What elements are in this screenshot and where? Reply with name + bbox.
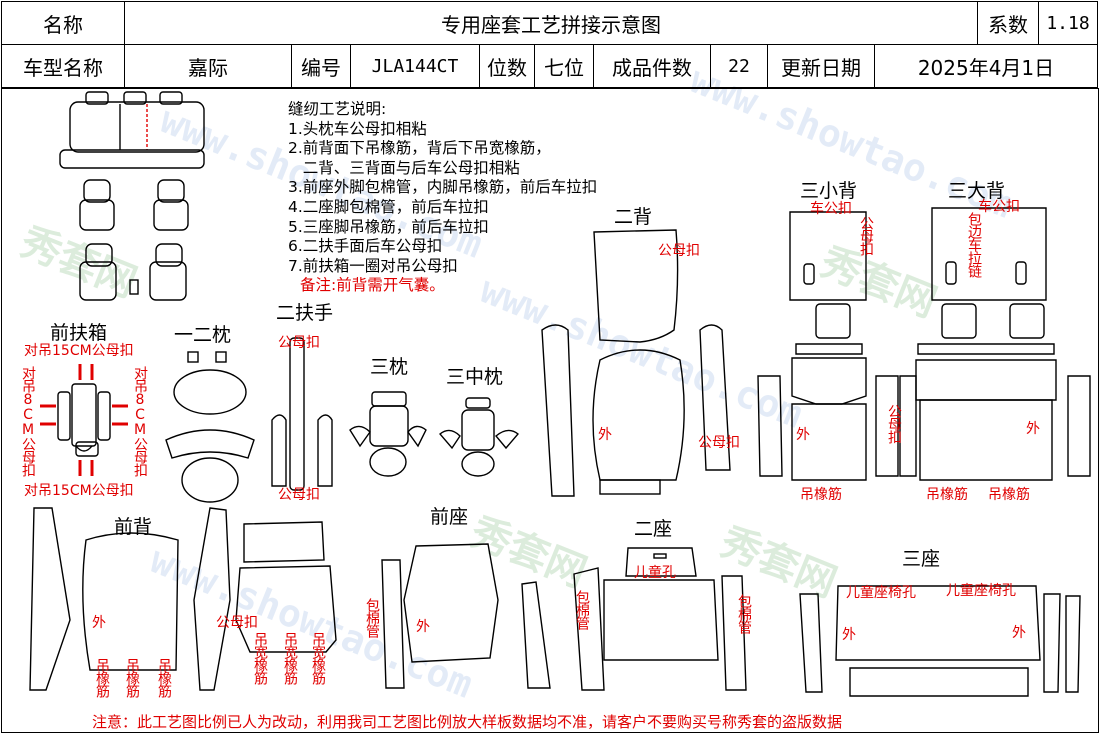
section-front-armbox: 前扶箱 (50, 322, 108, 344)
section-back-3big: 三大背 (948, 180, 1006, 202)
annotation-sew-snap2: 车公扣 (978, 199, 1020, 215)
headrest-3-pieces (349, 391, 427, 477)
sheet-title: 专用座套工艺拼接示意图 (124, 1, 978, 45)
back-2-pieces (541, 229, 731, 497)
section-back-2: 二背 (614, 206, 653, 228)
seat-overview-diagram (59, 91, 205, 301)
annotation-elastic: 吊橡筋 (988, 487, 1030, 503)
seat-3-pieces (799, 585, 1081, 697)
drawing-frame (1, 88, 1099, 733)
section-seat-2: 二座 (634, 518, 673, 540)
annotation-sew-snap: 车公扣 (810, 201, 852, 217)
headrest-3mid-pieces (438, 397, 520, 477)
pieces-value: 22 (710, 44, 768, 88)
date-label: 更新日期 (767, 44, 875, 88)
note-line: 5.三座脚吊橡筋，前后车拉扣 (288, 217, 489, 236)
note-line: 3.前座外脚包棉管，内脚吊橡筋，前后车拉扣 (288, 178, 598, 197)
section-back-front: 前背 (114, 516, 153, 538)
note-line: 二背、三背面与后车公母扣相粘 (288, 158, 520, 177)
annotation-snap: 公母扣 (278, 335, 320, 351)
footer-warning: 注意：此工艺图比例已人为改动，利用我司工艺图比例放大样板数据均不准，请客户不要购… (92, 713, 843, 731)
model-value: 嘉际 (124, 44, 292, 88)
annotation-child-hole: 儿童孔 (634, 565, 676, 581)
annotation-foam-tube: 包棉管 (574, 590, 590, 629)
annotation-foam-tube: 包棉管 (736, 594, 752, 633)
annotation-snap: 公母扣 (278, 487, 320, 503)
seat-front-pieces (381, 543, 551, 689)
annotation-wide-elastic-v: 吊宽橡筋 (282, 632, 298, 684)
notes-remark: 备注:前背需开气囊。 (300, 276, 445, 295)
model-label: 车型名称 (1, 44, 125, 88)
note-line: 2.前背面下吊橡筋，背后下吊宽橡筋， (288, 139, 551, 158)
annotation-outer: 外 (416, 619, 430, 635)
seats-label: 位数 (479, 44, 535, 88)
annotation-snap-v: 公母扣 (858, 216, 874, 255)
section-seat-3: 三座 (902, 548, 941, 570)
annotation-elastic-v: 吊橡筋 (156, 658, 172, 697)
note-line: 7.前扶箱一圈对吊公母扣 (288, 256, 458, 275)
code-label: 编号 (291, 44, 351, 88)
note-line: 4.二座脚包棉管，前后车拉扣 (288, 197, 489, 216)
back-3big-pieces (899, 207, 1091, 481)
annotation-child-seat-hole: 儿童座椅孔 (846, 585, 916, 601)
annotation-foam-tube: 包棉管 (364, 598, 380, 637)
annotation-elastic: 吊橡筋 (800, 487, 842, 503)
back-front-pieces (29, 507, 337, 691)
annotation-snap: 公母扣 (698, 435, 740, 451)
seat-2-pieces (573, 547, 747, 691)
annotation-outer: 外 (598, 427, 612, 443)
section-headrest-3: 三枕 (370, 356, 409, 378)
annotation-wide-elastic-v: 吊宽橡筋 (310, 632, 326, 684)
annotation-outer: 外 (842, 627, 856, 643)
annotation-wide-elastic-v: 吊宽橡筋 (252, 632, 268, 684)
section-headrest-12: 一二枕 (174, 324, 232, 346)
header-table: 名称 专用座套工艺拼接示意图 系数 1.18 车型名称 嘉际 编号 JLA144… (1, 1, 1098, 88)
notes-title: 缝纫工艺说明: (288, 100, 387, 118)
annotation-elastic-v: 吊橡筋 (124, 658, 140, 697)
coef-label: 系数 (977, 1, 1039, 45)
section-seat-front: 前座 (430, 506, 469, 528)
back-3small-pieces (757, 211, 899, 481)
pieces-label: 成品件数 (593, 44, 711, 88)
annotation-hang15-bottom: 对吊15CM公母扣 (24, 483, 134, 499)
date-value: 2025年4月1日 (874, 44, 1098, 88)
name-label: 名称 (1, 1, 125, 45)
section-headrest-3mid: 三中枕 (446, 366, 504, 388)
armrest-2-pieces (271, 337, 333, 491)
annotation-zip: 包边车拉链 (966, 212, 982, 277)
annotation-elastic-v: 吊橡筋 (94, 658, 110, 697)
note-line: 6.二扶手面后车公母扣 (288, 237, 443, 256)
annotation-snap: 公母扣 (658, 243, 700, 259)
annotation-hang15-top: 对吊15CM公母扣 (24, 343, 134, 359)
annotation-hang8-right: 对吊8CM公母扣 (132, 366, 148, 476)
headrest-12-pieces (165, 351, 255, 503)
front-armbox-pieces (40, 364, 128, 476)
annotation-outer: 外 (92, 615, 106, 631)
annotation-outer: 外 (796, 427, 810, 443)
annotation-child-seat-hole: 儿童座椅孔 (946, 583, 1016, 599)
annotation-snap-v: 公母扣 (886, 404, 902, 443)
annotation-outer: 外 (1026, 421, 1040, 437)
note-line: 1.头枕车公母扣相粘 (288, 119, 427, 138)
sewing-notes: 缝纫工艺说明: 1.头枕车公母扣相粘 2.前背面下吊橡筋，背后下吊宽橡筋， 二背… (288, 100, 597, 296)
annotation-elastic: 吊橡筋 (926, 487, 968, 503)
seats-value: 七位 (534, 44, 594, 88)
section-back-3small: 三小背 (800, 180, 858, 202)
annotation-hang8-left: 对吊8CM公母扣 (20, 366, 36, 476)
annotation-snap: 公母扣 (216, 615, 258, 631)
section-armrest-2: 二扶手 (276, 302, 334, 324)
annotation-outer: 外 (1012, 625, 1026, 641)
